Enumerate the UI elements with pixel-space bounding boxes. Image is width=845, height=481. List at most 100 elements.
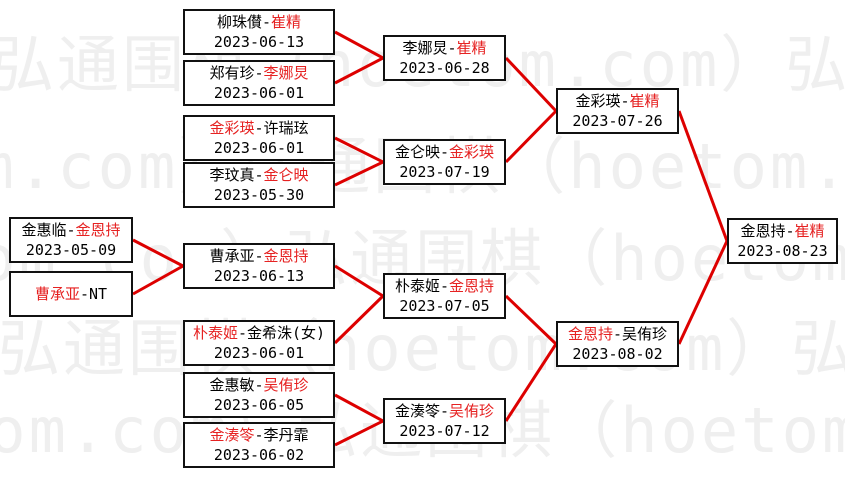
- bracket-connector: [504, 343, 558, 422]
- player-name-right: 许瑞玹: [263, 119, 309, 137]
- match-result: 郑有珍-李娜炅: [209, 63, 308, 83]
- vs-separator: -: [254, 247, 264, 265]
- match-box[interactable]: 朴泰姬-金希洙(女) 2023-06-01: [183, 320, 335, 366]
- match-box[interactable]: 金湊笭-吴侑珍 2023-07-12: [383, 398, 506, 444]
- player-name-right: 崔精: [456, 39, 487, 57]
- player-name-right: 李娜炅: [263, 64, 309, 82]
- player-name-left: 曹承亚: [34, 285, 80, 303]
- player-name-left: 金恩持: [567, 325, 613, 343]
- vs-separator: -: [447, 39, 457, 57]
- player-name-right: 崔精: [271, 13, 302, 31]
- match-result: 金仑映-金彩瑛: [395, 142, 494, 162]
- player-name-right: 崔精: [629, 92, 660, 110]
- match-result: 金湊笭-李丹霏: [209, 425, 308, 445]
- match-date: 2023-06-13: [213, 267, 305, 285]
- bracket-connector: [504, 109, 558, 164]
- match-date: 2023-07-19: [399, 163, 490, 181]
- match-date: 2023-06-05: [213, 396, 305, 414]
- match-result: 金恩持-崔精: [740, 221, 824, 241]
- match-result: 金彩瑛-许瑞玹: [209, 118, 308, 138]
- bracket-connector: [132, 264, 184, 296]
- player-name-left: 朴泰姬: [394, 277, 440, 295]
- bracket-connector: [333, 294, 385, 345]
- vs-separator: -: [439, 143, 450, 161]
- match-date: 2023-06-13: [213, 33, 305, 51]
- bracket-connector: [334, 30, 384, 60]
- player-name-right: 金恩持: [449, 277, 495, 295]
- player-name-left: 金湊笭: [209, 426, 255, 444]
- match-box[interactable]: 金湊笭-李丹霏 2023-06-02: [183, 422, 335, 468]
- player-name-right: 金恩持: [75, 221, 121, 239]
- player-name-left: 金恩持: [740, 222, 786, 240]
- match-date: 2023-06-28: [399, 59, 490, 77]
- match-box[interactable]: 金惠临-金恩持 2023-05-09: [9, 217, 133, 263]
- match-result: 柳珠儧-崔精: [217, 12, 301, 32]
- bracket-connector: [334, 136, 384, 164]
- player-name-right: 吴侑珍: [263, 376, 309, 394]
- vs-separator: -: [79, 285, 89, 303]
- match-date: 2023-05-09: [25, 241, 117, 259]
- match-result: 曹承亚-金恩持: [209, 246, 308, 266]
- player-name-left: 金仑映: [394, 143, 440, 161]
- match-date: 2023-06-01: [213, 344, 305, 362]
- match-date: 2023-07-26: [572, 112, 663, 130]
- vs-separator: -: [620, 92, 630, 110]
- bracket-connector: [677, 240, 729, 345]
- vs-separator: -: [612, 325, 623, 343]
- match-date: 2023-06-01: [213, 84, 305, 102]
- bracket-connector: [132, 238, 184, 268]
- match-result: 金湊笭-吴侑珍: [395, 401, 494, 421]
- match-date: 2023-05-30: [213, 186, 305, 204]
- match-box final-match[interactable]: 金恩持-崔精 2023-08-23: [727, 218, 838, 264]
- match-box[interactable]: 金彩瑛-许瑞玹 2023-06-01: [183, 115, 335, 161]
- match-box[interactable]: 金彩瑛-崔精 2023-07-26: [556, 88, 679, 134]
- player-name-left: 柳珠儧: [216, 13, 262, 31]
- bracket-connector: [677, 110, 729, 242]
- match-box[interactable]: 金恩持-吴侑珍 2023-08-02: [556, 321, 679, 367]
- player-name-right: 崔精: [794, 222, 825, 240]
- vs-separator: -: [439, 402, 450, 420]
- match-box[interactable]: 金仑映-金彩瑛 2023-07-19: [383, 139, 506, 185]
- vs-separator: -: [254, 376, 264, 394]
- bracket-connector: [334, 419, 384, 447]
- match-result: 李娜炅-崔精: [402, 38, 486, 58]
- player-name-right: 金仑映: [263, 166, 309, 184]
- match-result: 朴泰姬-金恩持: [395, 276, 494, 296]
- match-date: 2023-07-05: [399, 297, 490, 315]
- player-name-right: 金恩持: [263, 247, 309, 265]
- player-name-right: 吴侑珍: [449, 402, 495, 420]
- match-box[interactable]: 曹承亚-金恩持 2023-06-13: [183, 243, 335, 289]
- player-name-left: 郑有珍: [209, 64, 255, 82]
- match-box[interactable]: 曹承亚-NT: [9, 271, 133, 317]
- bracket-connector: [334, 393, 384, 423]
- player-name-right: 金希洙(女): [246, 324, 326, 342]
- player-name-left: 李玟真: [209, 166, 255, 184]
- match-box[interactable]: 朴泰姬-金恩持 2023-07-05: [383, 273, 506, 319]
- match-date: 2023-07-12: [399, 422, 490, 440]
- vs-separator: -: [254, 119, 264, 137]
- match-box[interactable]: 郑有珍-李娜炅 2023-06-01: [183, 60, 335, 106]
- match-result: 金惠敏-吴侑珍: [209, 375, 308, 395]
- match-box[interactable]: 柳珠儧-崔精 2023-06-13: [183, 9, 335, 55]
- player-name-left: 朴泰姬: [192, 324, 238, 342]
- player-name-left: 金惠敏: [209, 376, 255, 394]
- player-name-left: 金彩瑛: [209, 119, 255, 137]
- match-box[interactable]: 金惠敏-吴侑珍 2023-06-05: [183, 372, 335, 418]
- vs-separator: -: [254, 166, 264, 184]
- match-date: 2023-06-01: [213, 139, 305, 157]
- player-name-left: 金彩瑛: [575, 92, 621, 110]
- bracket-connector: [504, 294, 558, 346]
- player-name-right: 李丹霏: [263, 426, 309, 444]
- bracket-connector: [334, 160, 384, 187]
- player-name-right: 吴侑珍: [622, 325, 668, 343]
- vs-separator: -: [254, 426, 264, 444]
- match-result: 曹承亚-NT: [35, 284, 107, 304]
- match-box[interactable]: 李玟真-金仑映 2023-05-30: [183, 162, 335, 208]
- match-result: 金恩持-吴侑珍: [568, 324, 667, 344]
- player-name-right: NT: [88, 285, 108, 303]
- match-result: 金惠临-金恩持: [21, 220, 120, 240]
- match-box[interactable]: 李娜炅-崔精 2023-06-28: [383, 35, 506, 81]
- vs-separator: -: [237, 324, 247, 342]
- vs-separator: -: [66, 221, 76, 239]
